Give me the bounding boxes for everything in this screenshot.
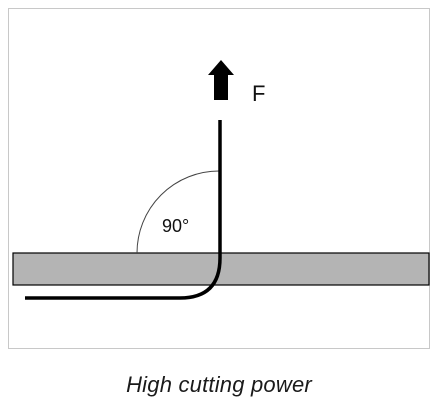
angle-label: 90° <box>162 216 189 236</box>
angle-arc <box>136 170 220 254</box>
force-arrow-icon <box>208 60 234 100</box>
caption: High cutting power <box>126 372 312 397</box>
peeled-tape <box>25 120 222 300</box>
force-label: F <box>252 81 265 106</box>
